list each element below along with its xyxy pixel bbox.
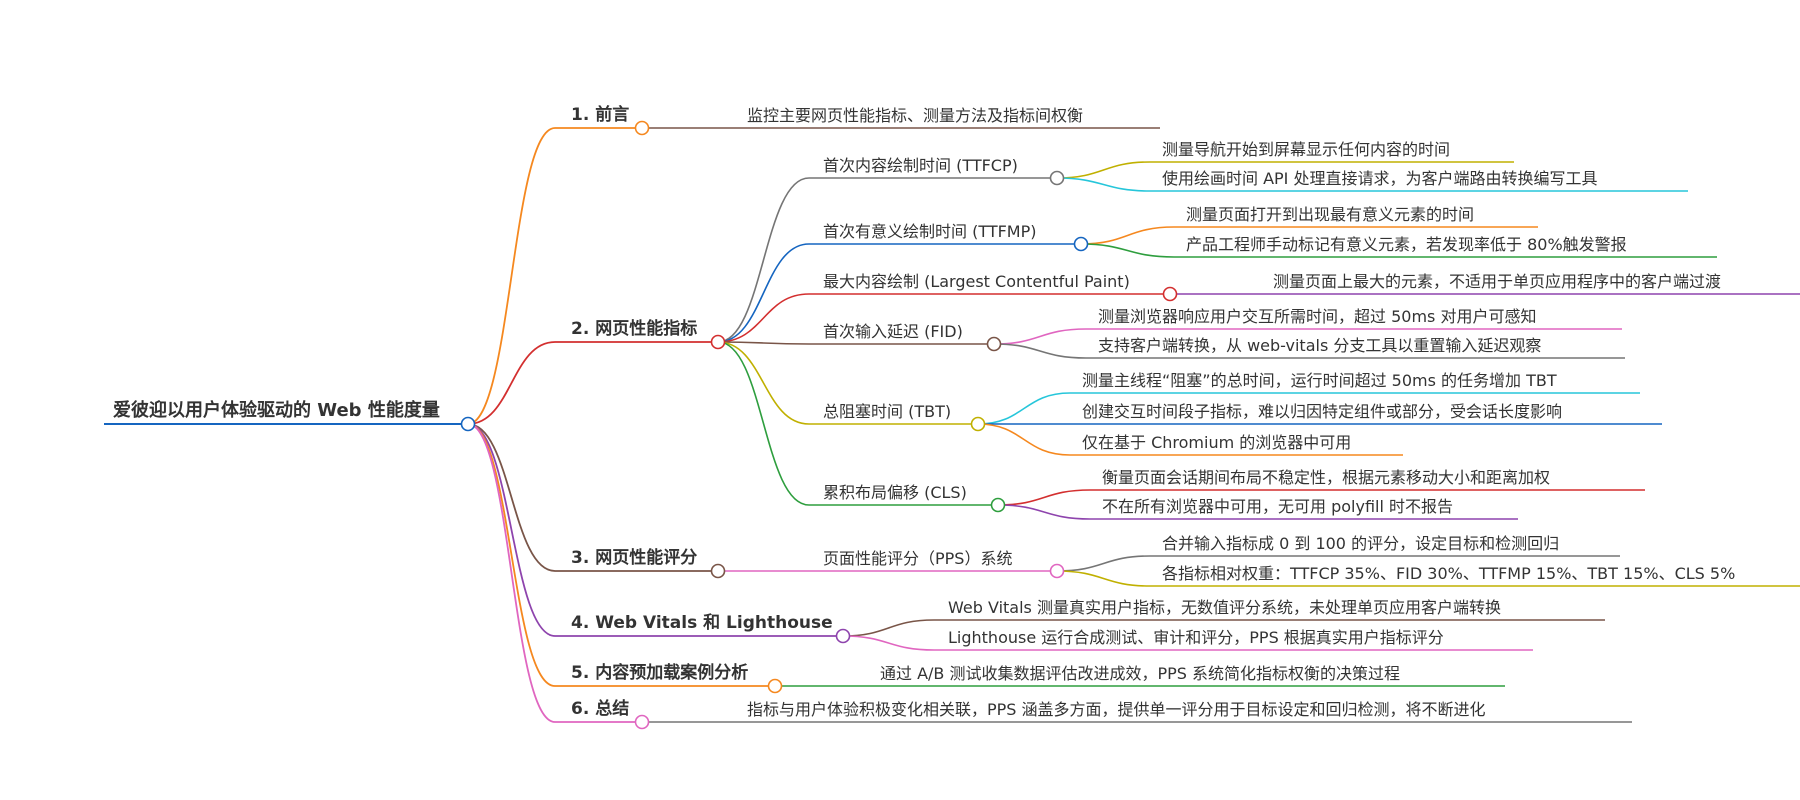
subtopic-4-1: Web Vitals 测量真实用户指标，无数值评分系统，未处理单页应用客户端转换 (948, 598, 1501, 617)
detail-2-5-1: 测量主线程“阻塞”的总时间，运行时间超过 50ms 的任务增加 TBT (1082, 371, 1557, 390)
detail-2-5-2: 创建交互时间段子指标，难以归因特定组件或部分，受会话长度影响 (1082, 402, 1562, 421)
detail-connector-2-2-2 (1080, 243, 1175, 258)
detail-2-6-1: 衡量页面会话期间布局不稳定性，根据元素移动大小和距离加权 (1102, 468, 1550, 487)
subtopic-collapse-toggle-2-2[interactable] (1073, 236, 1089, 252)
branch-collapse-toggle-5[interactable] (767, 678, 783, 694)
subtopic-collapse-toggle-2-4[interactable] (986, 336, 1002, 352)
branch-topic-2: 2. 网页性能指标 (571, 318, 697, 339)
subtopic-connector-2-5 (717, 341, 810, 425)
subtopic-5-1: 通过 A/B 测试收集数据评估改进成效，PPS 系统简化指标权衡的决策过程 (880, 664, 1400, 683)
detail-3-1-1: 合并输入指标成 0 到 100 的评分，设定目标和检测回归 (1162, 534, 1559, 553)
subtopic-connector-4-2 (842, 635, 935, 651)
subtopic-connector-4-1 (842, 619, 935, 637)
detail-2-5-3: 仅在基于 Chromium 的浏览器中可用 (1082, 433, 1351, 452)
subtopic-2-6: 累积布局偏移 (CLS) (823, 483, 967, 502)
subtopic-1-1: 监控主要网页性能指标、测量方法及指标间权衡 (747, 106, 1083, 125)
branch-topic-5: 5. 内容预加载案例分析 (571, 662, 748, 683)
detail-3-1-2: 各指标相对权重：TTFCP 35%、FID 30%、TTFMP 15%、TBT … (1162, 564, 1735, 583)
branch-topic-3: 3. 网页性能评分 (571, 547, 697, 568)
branch-collapse-toggle-4[interactable] (835, 628, 851, 644)
detail-2-4-1: 测量浏览器响应用户交互所需时间，超过 50ms 对用户可感知 (1098, 307, 1536, 326)
branch-connector-5 (467, 423, 556, 687)
branch-connector-4 (467, 423, 556, 637)
detail-connector-2-6-1 (997, 489, 1091, 506)
branch-connector-6 (467, 423, 556, 723)
subtopic-connector-2-1 (717, 177, 810, 343)
detail-connector-3-1-2 (1056, 570, 1151, 587)
branch-topic-1: 1. 前言 (571, 104, 629, 125)
detail-connector-2-4-1 (993, 328, 1087, 345)
detail-2-1-2: 使用绘画时间 API 处理直接请求，为客户端路由转换编写工具 (1162, 169, 1598, 188)
branch-collapse-toggle-6[interactable] (634, 714, 650, 730)
branch-collapse-toggle-1[interactable] (634, 120, 650, 136)
subtopic-4-2: Lighthouse 运行合成测试、审计和评分，PPS 根据真实用户指标评分 (948, 628, 1444, 647)
subtopic-collapse-toggle-2-5[interactable] (970, 416, 986, 432)
branch-collapse-toggle-3[interactable] (710, 563, 726, 579)
subtopic-collapse-toggle-2-3[interactable] (1162, 286, 1178, 302)
detail-connector-2-1-1 (1056, 161, 1151, 179)
subtopic-2-5: 总阻塞时间 (TBT) (823, 402, 951, 421)
detail-connector-3-1-1 (1056, 555, 1151, 572)
detail-2-3-1: 测量页面上最大的元素，不适用于单页应用程序中的客户端过渡 (1273, 272, 1721, 291)
branch-connector-1 (467, 127, 556, 425)
branch-connector-2 (467, 341, 556, 425)
subtopic-2-3: 最大内容绘制 (Largest Contentful Paint) (823, 272, 1130, 291)
detail-connector-2-6-2 (997, 504, 1091, 520)
subtopic-connector-2-4 (717, 341, 810, 345)
detail-2-6-2: 不在所有浏览器中可用，无可用 polyfill 时不报告 (1102, 497, 1453, 516)
detail-2-4-2: 支持客户端转换，从 web-vitals 分支工具以重置输入延迟观察 (1098, 336, 1541, 355)
detail-2-2-2: 产品工程师手动标记有意义元素，若发现率低于 80%触发警报 (1186, 235, 1627, 254)
detail-connector-2-1-2 (1056, 177, 1151, 192)
detail-connector-2-5-1 (977, 392, 1071, 425)
subtopic-connector-2-3 (717, 293, 810, 343)
root-topic: 爱彼迎以用户体验驱动的 Web 性能度量 (113, 399, 440, 421)
branch-collapse-toggle-2[interactable] (710, 334, 726, 350)
detail-connector-2-2-1 (1080, 226, 1175, 245)
subtopic-connector-2-6 (717, 341, 810, 506)
subtopic-2-4: 首次输入延迟 (FID) (823, 322, 963, 341)
subtopic-2-2: 首次有意义绘制时间 (TTFMP) (823, 222, 1037, 241)
branch-topic-4: 4. Web Vitals 和 Lighthouse (571, 613, 833, 633)
subtopic-2-1: 首次内容绘制时间 (TTFCP) (823, 156, 1018, 175)
detail-2-2-1: 测量页面打开到出现最有意义元素的时间 (1186, 205, 1474, 224)
detail-connector-2-5-3 (977, 423, 1071, 456)
branch-topic-6: 6. 总结 (571, 698, 629, 719)
subtopic-6-1: 指标与用户体验积极变化相关联，PPS 涵盖多方面，提供单一评分用于目标设定和回归… (747, 700, 1486, 719)
subtopic-collapse-toggle-2-6[interactable] (990, 497, 1006, 513)
subtopic-collapse-toggle-2-1[interactable] (1049, 170, 1065, 186)
root-collapse-toggle[interactable] (460, 416, 476, 432)
subtopic-collapse-toggle-3-1[interactable] (1049, 563, 1065, 579)
branch-connector-3 (467, 423, 556, 572)
subtopic-connector-2-2 (717, 243, 810, 343)
subtopic-3-1: 页面性能评分（PPS）系统 (823, 549, 1012, 568)
detail-connector-2-4-2 (993, 343, 1087, 359)
detail-2-1-1: 测量导航开始到屏幕显示任何内容的时间 (1162, 140, 1450, 159)
